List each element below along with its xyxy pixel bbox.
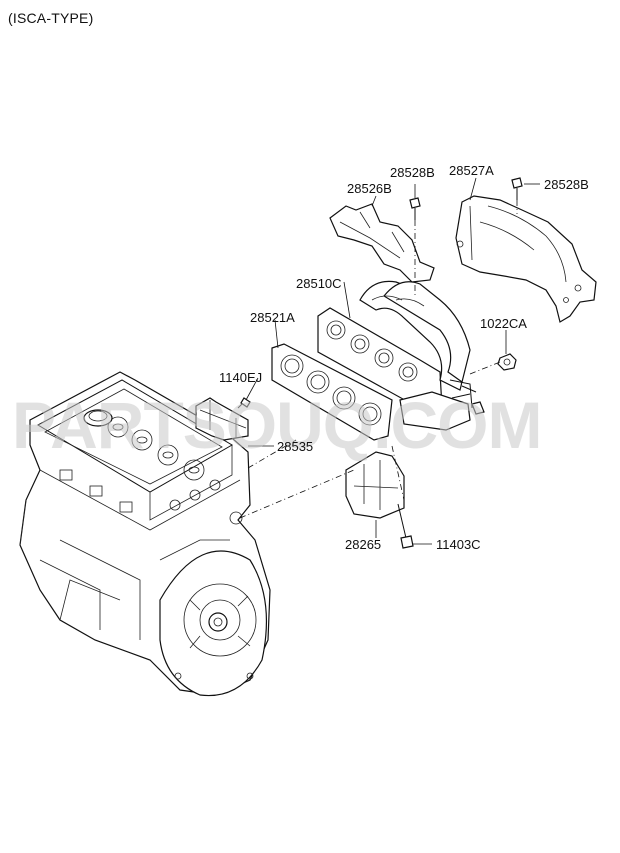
label-28526B: 28526B [347, 181, 392, 196]
gasket-28521A [271, 343, 393, 441]
label-28535: 28535 [277, 439, 313, 454]
heat-protector-28527A [455, 195, 597, 323]
label-28528B-right: 28528B [544, 177, 589, 192]
bolt-1140EJ [237, 397, 251, 409]
label-1140EJ: 1140EJ [219, 370, 262, 385]
heat-protector-28526B [329, 203, 435, 283]
label-11403C: 11403C [436, 537, 481, 552]
nut-1022CA [497, 353, 517, 371]
label-28521A: 28521A [250, 310, 295, 325]
exhaust-manifold-28510C [317, 280, 485, 431]
label-28528B-top: 28528B [390, 165, 435, 180]
leader-lines [245, 177, 540, 545]
label-28265: 28265 [345, 537, 381, 552]
label-28510C: 28510C [296, 276, 342, 291]
bracket-28265 [345, 451, 405, 519]
bell-housing [159, 550, 268, 697]
bolt-28528B-right [511, 177, 523, 200]
label-28527A: 28527A [449, 163, 494, 178]
bolt-28528B-top [409, 197, 421, 220]
label-1022CA: 1022CA [480, 316, 527, 331]
assembly-lines [239, 200, 518, 519]
watermark: PARTSOUQ.COM [12, 388, 541, 462]
part-labels: 28528B 28527A 28528B 28526B 28510C 28521… [219, 163, 589, 552]
bolt-11403C [397, 503, 414, 549]
engine-block [19, 371, 271, 697]
diagram-title: (ISCA-TYPE) [8, 10, 94, 26]
heat-protector-28535 [195, 397, 249, 441]
